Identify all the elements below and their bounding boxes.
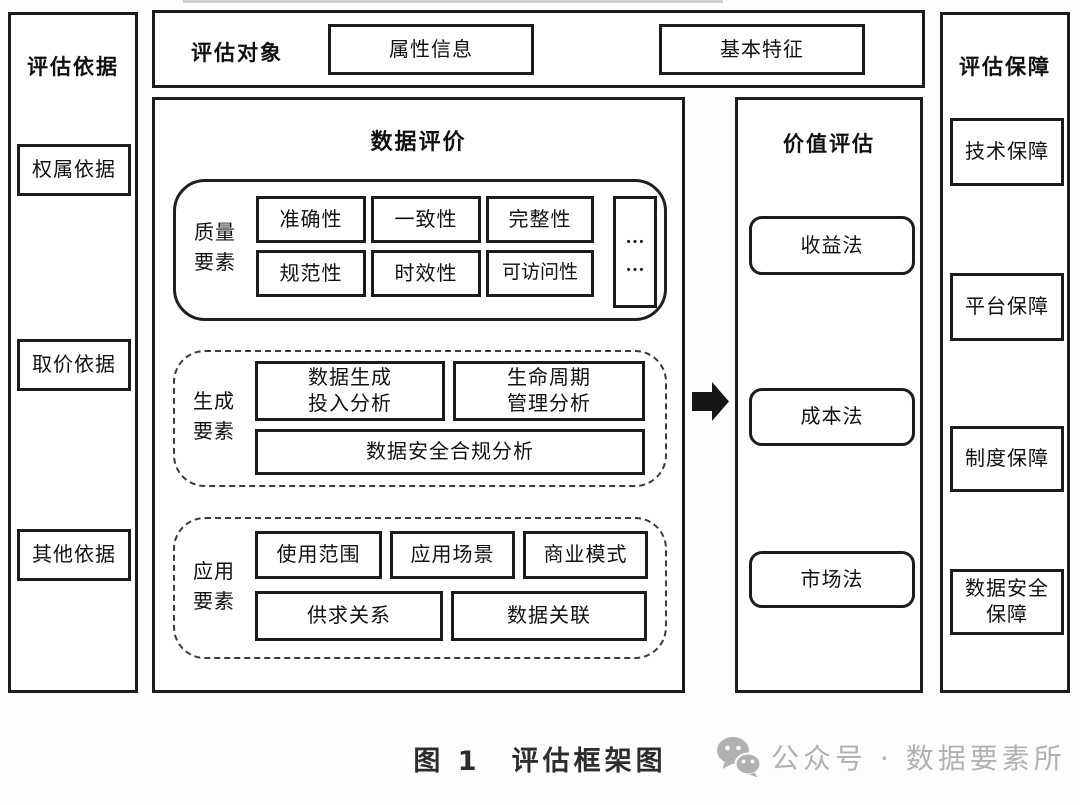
main-panel-title: 数据评价 xyxy=(370,129,467,154)
value-panel-value-evaluation: 价值评估 收益法 成本法 市场法 xyxy=(735,97,923,693)
right-panel-evaluation-guarantee: 评估保障 技术保障 平台保障 制度保障 数据安全 保障 xyxy=(940,12,1070,693)
left-item-pricing-basis: 取价依据 xyxy=(17,339,131,391)
value-item-income-method: 收益法 xyxy=(749,216,915,275)
value-panel-title: 价值评估 xyxy=(783,132,875,156)
main-panel-data-evaluation: 数据评价 质量 要素 准确性 一致性 完整性 规范性 时效性 可访问性 … … … xyxy=(152,97,685,693)
top-edge-artifact-line xyxy=(183,0,723,3)
application-item-usage-scope: 使用范围 xyxy=(255,531,382,579)
top-item-basic-characteristics: 基本特征 xyxy=(659,24,865,75)
top-bar-evaluation-object: 评估对象 属性信息 基本特征 xyxy=(152,10,925,88)
left-panel-title: 评估依据 xyxy=(27,55,119,79)
left-item-other-basis: 其他依据 xyxy=(17,529,131,581)
application-item-data-association: 数据关联 xyxy=(451,591,647,641)
left-item-ownership-basis: 权属依据 xyxy=(17,144,131,196)
figure-caption: 图 1 评估框架图 xyxy=(413,746,667,777)
application-item-business-model: 商业模式 xyxy=(523,531,648,579)
application-item-application-scenario: 应用场景 xyxy=(390,531,515,579)
generation-factors-label: 生成 要素 xyxy=(193,391,235,443)
top-item-attribute-information: 属性信息 xyxy=(328,24,534,75)
generation-item-data-security-compliance-analysis: 数据安全合规分析 xyxy=(255,429,645,475)
value-item-market-method: 市场法 xyxy=(749,551,915,608)
watermark-text: 公众号 · 数据要素所 xyxy=(771,742,1066,775)
right-item-platform-guarantee: 平台保障 xyxy=(950,273,1064,341)
application-factors-group: 应用 要素 使用范围 应用场景 商业模式 供求关系 数据关联 xyxy=(173,517,667,659)
left-panel-evaluation-basis: 评估依据 权属依据 取价依据 其他依据 xyxy=(8,12,138,693)
wechat-icon xyxy=(716,736,762,778)
generation-factors-group: 生成 要素 数据生成 投入分析 生命周期 管理分析 数据安全合规分析 xyxy=(173,350,667,487)
generation-item-lifecycle-management-analysis: 生命周期 管理分析 xyxy=(453,361,645,421)
top-bar-title: 评估对象 xyxy=(191,41,283,65)
application-factors-label: 应用 要素 xyxy=(193,561,235,613)
quality-factors-group: 质量 要素 准确性 一致性 完整性 规范性 时效性 可访问性 … … xyxy=(173,179,667,321)
right-item-technical-guarantee: 技术保障 xyxy=(950,118,1064,186)
quality-factors-label: 质量 要素 xyxy=(194,222,236,274)
quality-item-accessibility: 可访问性 xyxy=(486,250,594,297)
quality-item-consistency: 一致性 xyxy=(371,196,481,243)
right-item-data-security-guarantee: 数据安全 保障 xyxy=(950,569,1064,635)
watermark: 公众号 · 数据要素所 xyxy=(716,736,1066,778)
right-panel-title: 评估保障 xyxy=(959,55,1051,79)
value-item-cost-method: 成本法 xyxy=(749,388,915,446)
right-item-institutional-guarantee: 制度保障 xyxy=(950,426,1064,492)
quality-item-completeness: 完整性 xyxy=(486,196,594,243)
quality-more-indicator: … … xyxy=(613,196,657,308)
quality-item-accuracy: 准确性 xyxy=(256,196,366,243)
generation-item-data-generation-input-analysis: 数据生成 投入分析 xyxy=(255,361,445,421)
quality-item-timeliness: 时效性 xyxy=(371,250,481,297)
quality-item-standardization: 规范性 xyxy=(256,250,366,297)
right-arrow-icon xyxy=(692,380,730,428)
application-item-supply-demand-relationship: 供求关系 xyxy=(255,591,443,641)
